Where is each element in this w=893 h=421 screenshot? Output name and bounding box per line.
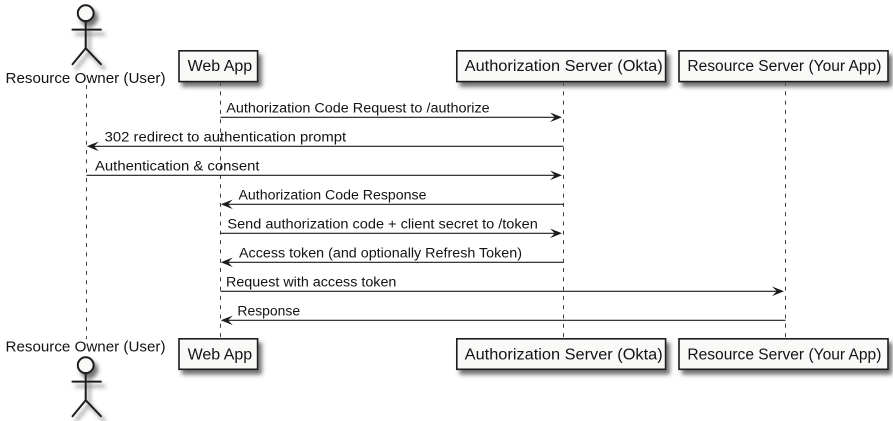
svg-text:Resource Server (Your App): Resource Server (Your App) <box>687 346 881 363</box>
svg-text:Authorization Code Response: Authorization Code Response <box>239 187 427 202</box>
svg-text:Authorization Server (Okta): Authorization Server (Okta) <box>465 346 663 363</box>
svg-text:Response: Response <box>237 303 300 318</box>
svg-text:Resource Owner (User): Resource Owner (User) <box>6 339 166 355</box>
svg-text:Request with access token: Request with access token <box>226 274 396 289</box>
svg-text:Authorization Server (Okta): Authorization Server (Okta) <box>465 58 663 75</box>
svg-text:Authorization Code Request to: Authorization Code Request to /authorize <box>226 100 489 115</box>
svg-text:Resource Owner (User): Resource Owner (User) <box>6 71 166 87</box>
svg-text:Access token (and optionally R: Access token (and optionally Refresh Tok… <box>239 245 522 260</box>
svg-text:302 redirect to authentication: 302 redirect to authentication prompt <box>105 129 347 144</box>
svg-text:Web App: Web App <box>188 346 253 363</box>
svg-text:Resource Server (Your App): Resource Server (Your App) <box>687 58 881 75</box>
svg-text:Send authorization code + clie: Send authorization code + client secret … <box>227 216 537 231</box>
svg-text:Web App: Web App <box>188 58 253 75</box>
svg-text:Authentication & consent: Authentication & consent <box>95 158 260 173</box>
